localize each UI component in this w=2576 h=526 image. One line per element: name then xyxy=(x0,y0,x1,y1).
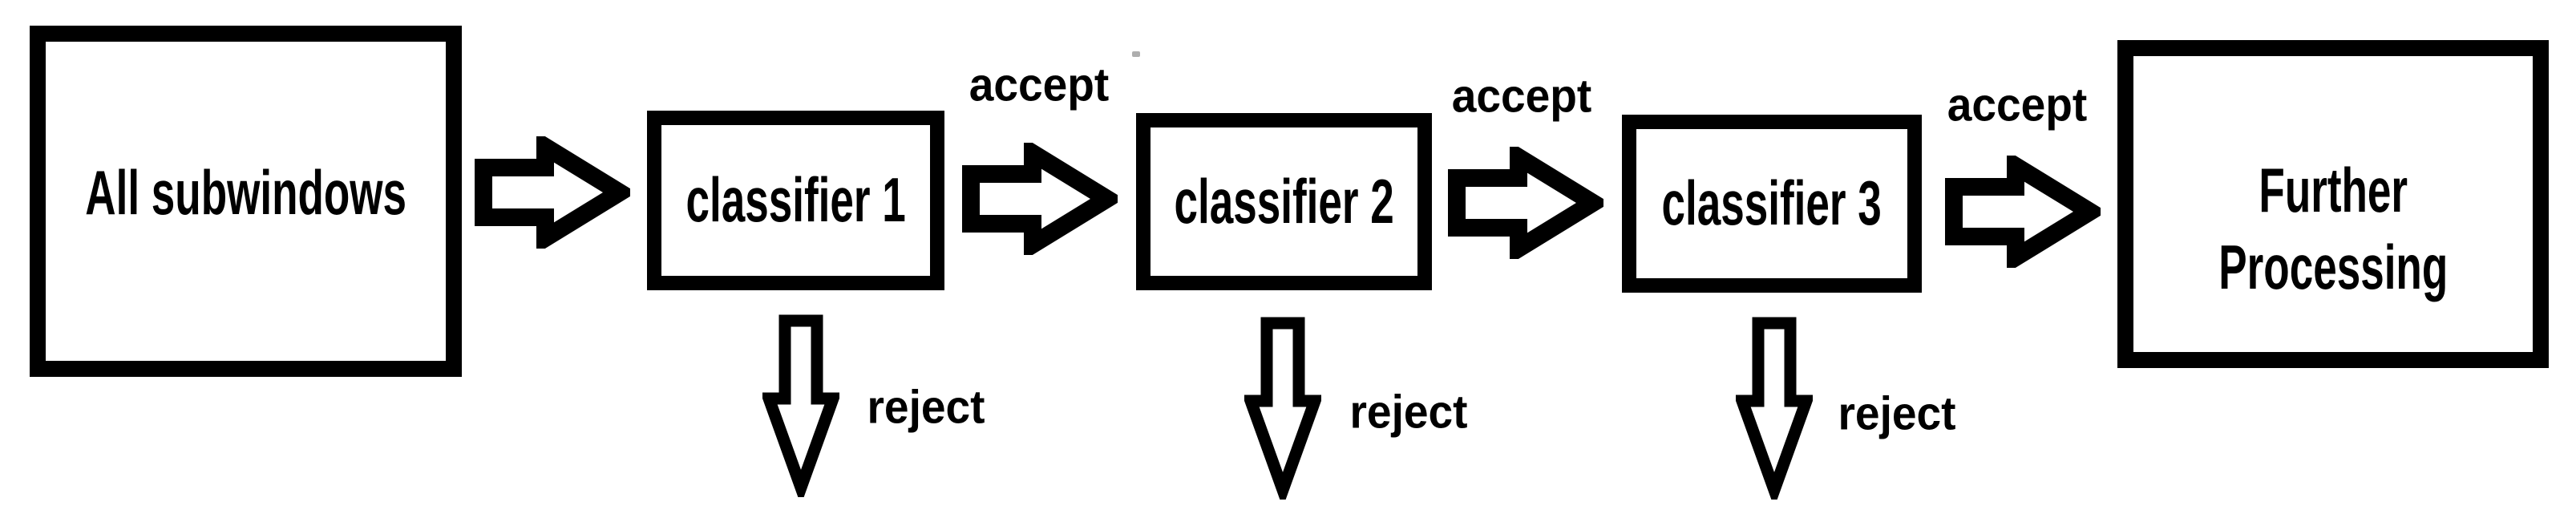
reject-label-2: reject xyxy=(1349,386,1468,439)
arrow-right-icon xyxy=(475,136,630,249)
reject-label-3: reject xyxy=(1838,387,1956,440)
node-further-processing: Further Processing xyxy=(2117,40,2549,368)
accept-label-3: accept xyxy=(1947,79,2088,132)
node-classifier-3: classifier 3 xyxy=(1622,115,1922,293)
node-classifier-2: classifier 2 xyxy=(1136,113,1432,290)
accept-label-1: accept xyxy=(969,59,1110,111)
arrow-down-shape xyxy=(1244,317,1321,500)
node-classifier-1-label: classifier 1 xyxy=(685,164,906,236)
node-all-subwindows: All subwindows xyxy=(30,26,462,377)
arrow-right-icon xyxy=(1448,147,1603,259)
arrow-down-shape xyxy=(1736,317,1813,500)
arrow-down-icon xyxy=(762,314,839,497)
arrow-down-icon xyxy=(1736,317,1813,500)
arrow-right-shape xyxy=(1448,147,1603,259)
arrow-right-icon xyxy=(962,143,1118,255)
accept-label-2: accept xyxy=(1451,70,1592,123)
node-further-processing-line2: Processing xyxy=(2218,231,2448,302)
arrow-right-shape xyxy=(1945,156,2101,268)
arrow-down-icon xyxy=(1244,317,1321,500)
node-classifier-3-label: classifier 3 xyxy=(1661,168,1882,239)
arrow-right-shape xyxy=(962,143,1118,255)
arrow-right-icon xyxy=(1945,156,2101,268)
arrow-down-shape xyxy=(762,314,839,497)
node-classifier-1: classifier 1 xyxy=(647,111,944,290)
stray-dot xyxy=(1132,51,1140,57)
reject-label-1: reject xyxy=(867,381,985,434)
node-all-subwindows-label: All subwindows xyxy=(85,157,406,229)
node-further-processing-label: Further Processing xyxy=(2218,152,2448,305)
node-further-processing-line1: Further xyxy=(2259,154,2408,225)
node-classifier-2-label: classifier 2 xyxy=(1174,165,1394,237)
arrow-right-shape xyxy=(475,136,630,249)
